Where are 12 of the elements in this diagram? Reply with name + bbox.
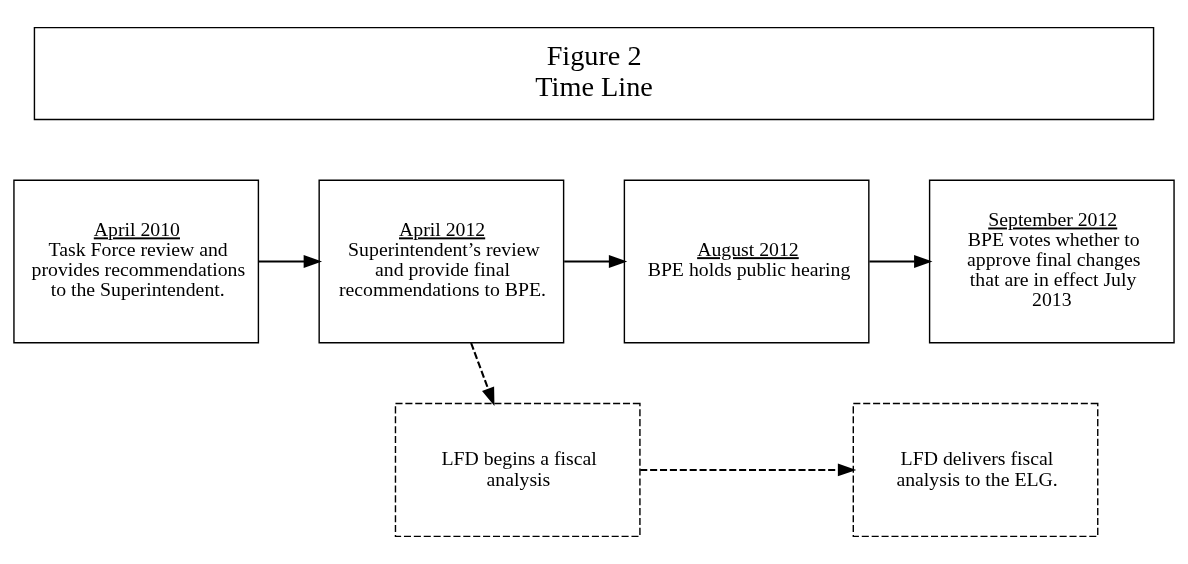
node-box: August 2012 BPE holds public hearing bbox=[623, 179, 870, 344]
node-box: April 2012 Superintendent’s review and provide final recommendations to BPE. bbox=[318, 179, 565, 344]
arrow bbox=[564, 255, 628, 268]
arrow bbox=[640, 463, 857, 477]
node-box: LFD delivers fiscal analysis to the ELG. bbox=[852, 402, 1099, 538]
arrow bbox=[869, 255, 933, 268]
arrow bbox=[470, 342, 495, 406]
node-box: LFD begins a fiscal analysis bbox=[394, 402, 641, 538]
arrow bbox=[259, 255, 323, 268]
node-box: April 2010 Task Force review and provides recommendations to the Superintendent. bbox=[13, 179, 260, 344]
node-box: Figure 2 Time Line bbox=[33, 26, 1155, 121]
node-box: September 2012 BPE votes whether to approve final changes that are in effect July 2013 bbox=[928, 179, 1175, 344]
